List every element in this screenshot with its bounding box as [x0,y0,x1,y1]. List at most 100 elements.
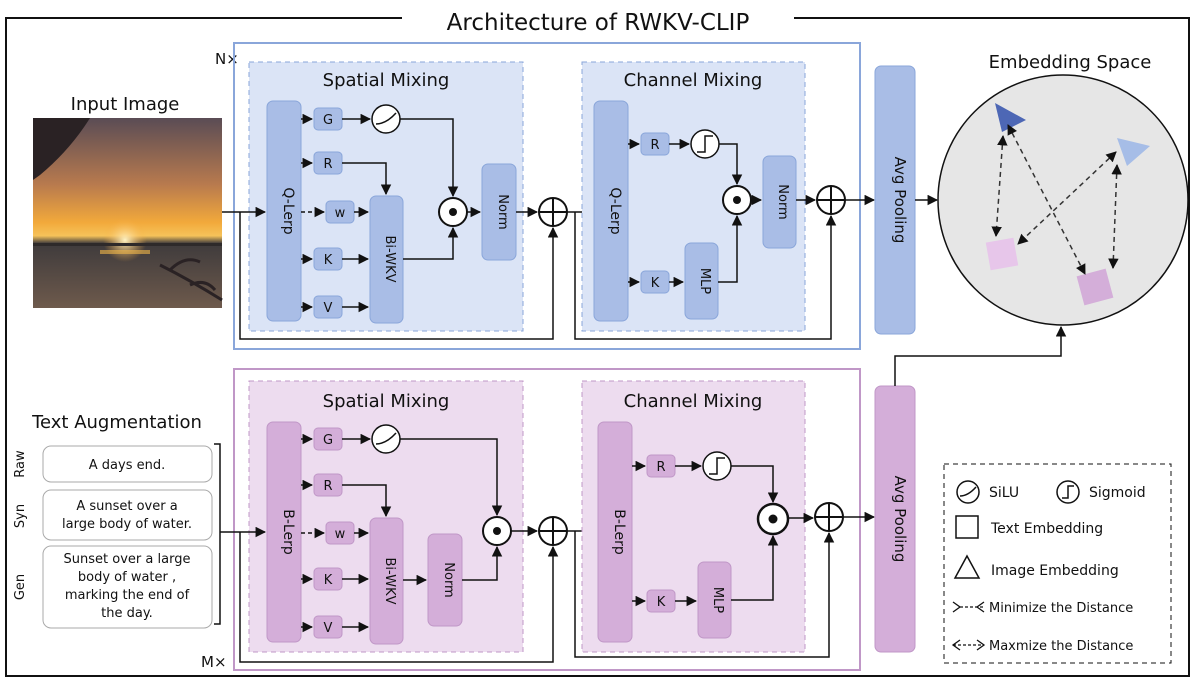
text-ch-b-lerp-label: B-Lerp [611,509,627,555]
page-title: Architecture of RWKV-CLIP [447,10,750,36]
text-ch-k-label: K [657,595,666,610]
add-icon [538,516,568,546]
legend-sigmoid: Sigmoid [1089,485,1146,501]
add-icon [816,185,846,215]
image-embedding-triangle-light [1117,138,1150,166]
text-ch-b-lerp [597,421,633,643]
image-ch-norm-label: Norm [775,184,790,219]
text-avg-pooling-label: Avg Pooling [891,476,909,563]
image-spatial-gates: G R w K V [313,107,355,319]
text-channel-title: Channel Mixing [624,391,763,412]
svg-text:G: G [323,433,333,448]
svg-text:A days end.: A days end. [89,458,165,473]
minimize-distance-icon [952,601,985,613]
svg-text:K: K [324,573,333,588]
svg-text:w: w [335,527,346,542]
text-mlp-label: MLP [710,587,725,613]
image-ch-k-label: K [651,276,660,291]
text-bi-wkv-label: Bi-WKV [382,558,397,605]
image-mlp [684,242,719,320]
text-spatial-arrows [220,433,598,663]
text-b-lerp-label: B-Lerp [280,509,296,555]
image-ch-norm [762,155,797,249]
text-aug-gen: Gen Sunset over a large body of water , … [13,545,213,629]
embedding-distance-arrows [991,124,1122,275]
svg-text:V: V [324,301,333,316]
legend-image-embedding: Image Embedding [991,563,1119,579]
legend-text-embedding: Text Embedding [990,521,1103,537]
svg-text:w: w [335,206,346,221]
svg-text:Sunset over a large: Sunset over a large [64,552,191,567]
add-icon [538,197,568,227]
image-embedding-triangle-dark [995,103,1026,132]
text-to-embedding-arrow [894,325,1067,386]
svg-text:Gen: Gen [13,574,28,600]
legend-silu: SiLU [989,485,1019,501]
image-ch-q-lerp [593,100,629,322]
text-spatial-gates: G R w K V [313,427,355,639]
sigmoid-icon [690,129,720,159]
multiply-icon [756,502,790,536]
text-aug-raw: Raw A days end. [13,445,213,483]
embedding-circle [937,74,1189,326]
svg-text:A sunset over a: A sunset over a [76,499,177,514]
image-ch-q-lerp-label: Q-Lerp [607,187,623,234]
add-icon [814,502,844,532]
image-ch-r-label: R [650,138,659,153]
text-aug-syn: Syn A sunset over a large body of water. [13,489,213,541]
silu-icon [371,424,401,454]
image-mlp-label: MLP [697,268,712,294]
svg-text:V: V [324,621,333,636]
svg-text:the day.: the day. [101,606,153,621]
text-aug-bracket [214,443,221,625]
image-bi-wkv-label: Bi-WKV [382,236,397,283]
svg-text:R: R [323,157,332,172]
svg-text:body of water ,: body of water , [78,570,176,585]
image-norm-label: Norm [495,194,510,229]
legend-minimize: Minimize the Distance [989,601,1133,616]
image-avg-pooling-label: Avg Pooling [891,157,909,244]
svg-text:large body of water.: large body of water. [62,517,192,532]
image-spatial-title: Spatial Mixing [323,70,450,91]
image-channel-title: Channel Mixing [624,70,763,91]
text-channel-arrows [574,460,876,658]
image-channel-arrows [574,138,876,340]
silu-icon [371,104,401,134]
text-repeat-label: M× [201,653,227,671]
text-embedding-icon [955,515,979,539]
text-aug-title: Text Augmentation [31,412,202,433]
svg-text:G: G [323,113,333,128]
text-norm-label: Norm [441,562,456,597]
text-bi-wkv [369,517,404,645]
text-b-lerp [266,421,302,643]
text-embedding-square-dark [1076,268,1114,306]
svg-text:R: R [323,479,332,494]
multiply-icon [722,185,752,215]
text-spatial-title: Spatial Mixing [323,391,450,412]
sigmoid-icon [702,451,732,481]
sigmoid-icon [1056,480,1080,504]
text-ch-r-label: R [656,460,665,475]
svg-text:marking the end of: marking the end of [65,588,190,603]
embedding-title: Embedding Space [989,52,1152,73]
image-encoder-block [233,42,861,350]
text-embedding-square-light [985,237,1019,271]
legend-maximize: Maxmize the Distance [989,639,1133,654]
silu-icon [956,480,980,504]
image-spatial-arrows [222,113,594,340]
title-backdrop [402,6,794,34]
image-q-lerp [266,100,302,322]
input-image-label: Input Image [71,94,180,115]
maximize-distance-icon [951,639,986,651]
svg-text:K: K [324,253,333,268]
image-repeat-label: N× [215,50,239,68]
text-encoder-block [233,368,861,671]
image-embedding-icon [953,554,981,579]
sunset-photo [33,118,223,308]
multiply-icon [482,516,512,546]
svg-text:Syn: Syn [13,504,28,528]
image-q-lerp-label: Q-Lerp [280,187,296,234]
multiply-icon [438,197,468,227]
svg-text:Raw: Raw [13,450,28,478]
